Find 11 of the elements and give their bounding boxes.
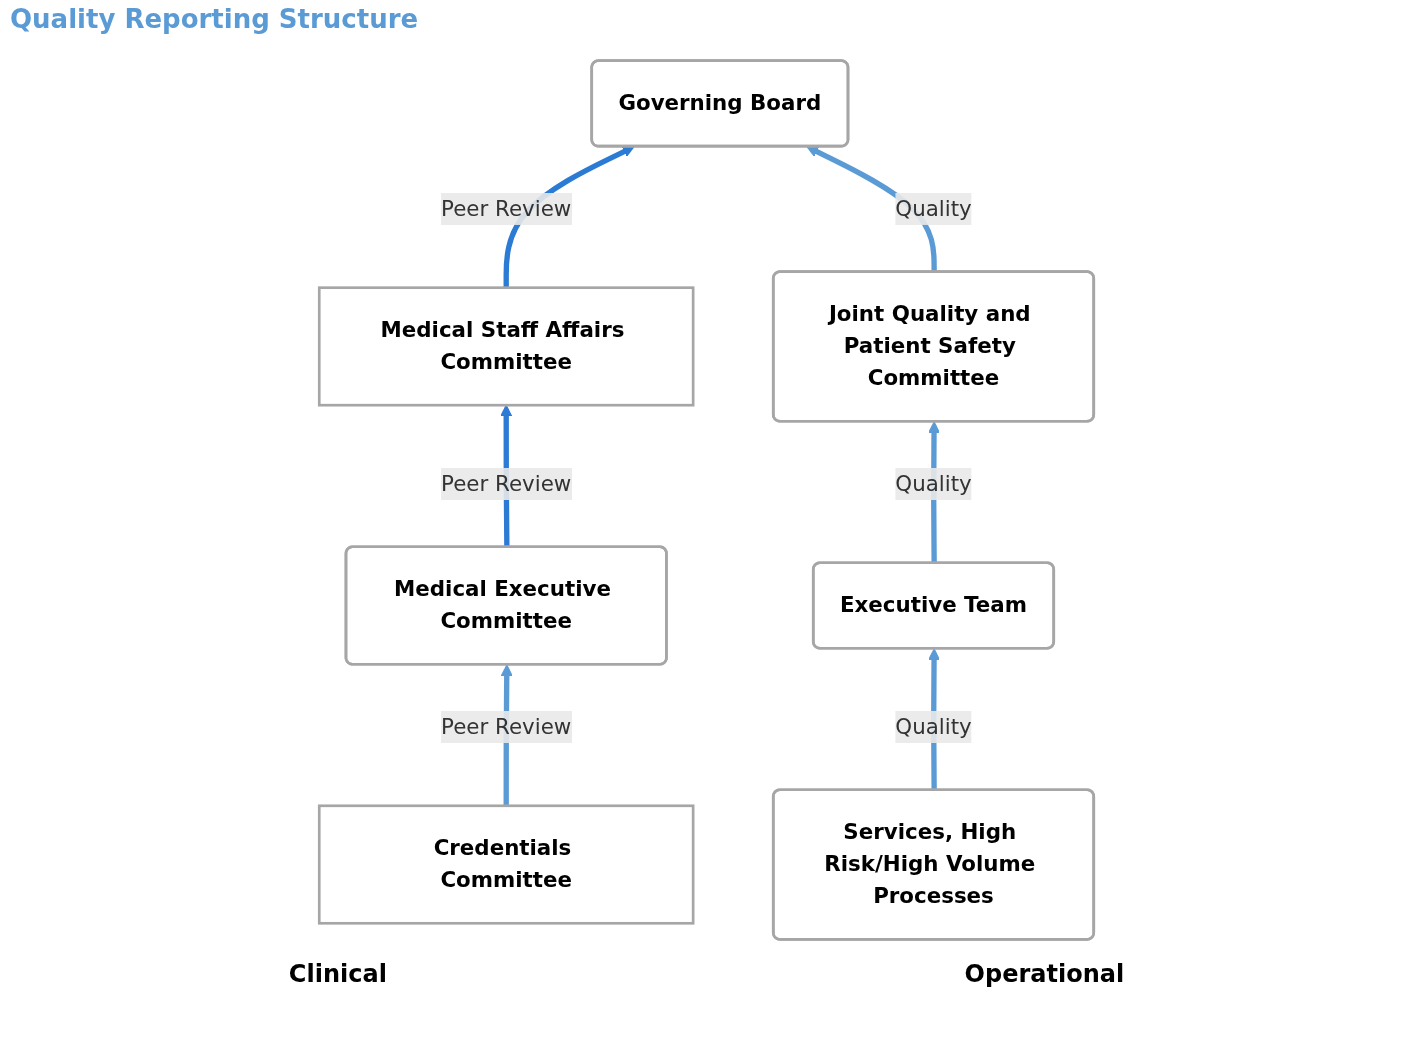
edge-label: Peer Review — [441, 713, 572, 740]
edge-label: Peer Review — [441, 195, 572, 221]
edge-label: Quality — [895, 195, 972, 221]
edge-label: Quality — [895, 470, 972, 496]
node-box: Medical Staff Affairs Committee — [317, 286, 695, 407]
group-label: Operational — [964, 960, 1125, 988]
edge-label: Quality — [895, 713, 972, 740]
node-box: Credentials Committee — [317, 804, 695, 925]
diagram-title: Quality Reporting Structure — [10, 4, 419, 34]
group-label: Clinical — [288, 960, 387, 988]
edge-label: Peer Review — [441, 470, 572, 496]
